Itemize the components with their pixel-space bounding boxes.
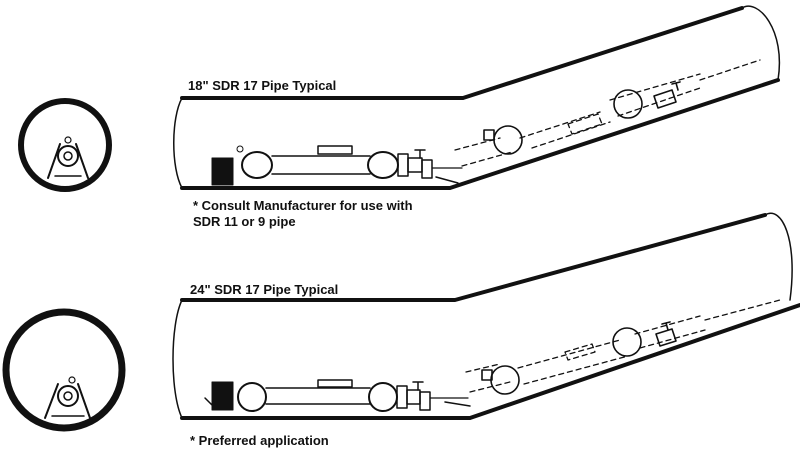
pig-ghost-units-24 bbox=[481, 321, 677, 395]
cross-section-24 bbox=[2, 308, 126, 432]
pig-assembly-18 bbox=[211, 145, 463, 186]
pipe-label-24: 24" SDR 17 Pipe Typical bbox=[190, 282, 339, 297]
pipe-section-18 bbox=[173, 5, 781, 190]
cross-section-18 bbox=[18, 98, 112, 192]
note-line-2-18: SDR 11 or 9 pipe bbox=[193, 214, 296, 229]
pig-ghost-18 bbox=[454, 59, 761, 167]
pig-assembly-24 bbox=[204, 379, 471, 412]
pipe-section-24 bbox=[172, 212, 800, 420]
note-line-1-24: * Preferred application bbox=[190, 433, 329, 448]
pig-ghost-24 bbox=[465, 299, 781, 393]
pipe-label-18: 18" SDR 17 Pipe Typical bbox=[188, 78, 337, 93]
pig-ghost-units-18 bbox=[483, 81, 681, 155]
note-line-1-18: * Consult Manufacturer for use with bbox=[193, 198, 413, 213]
